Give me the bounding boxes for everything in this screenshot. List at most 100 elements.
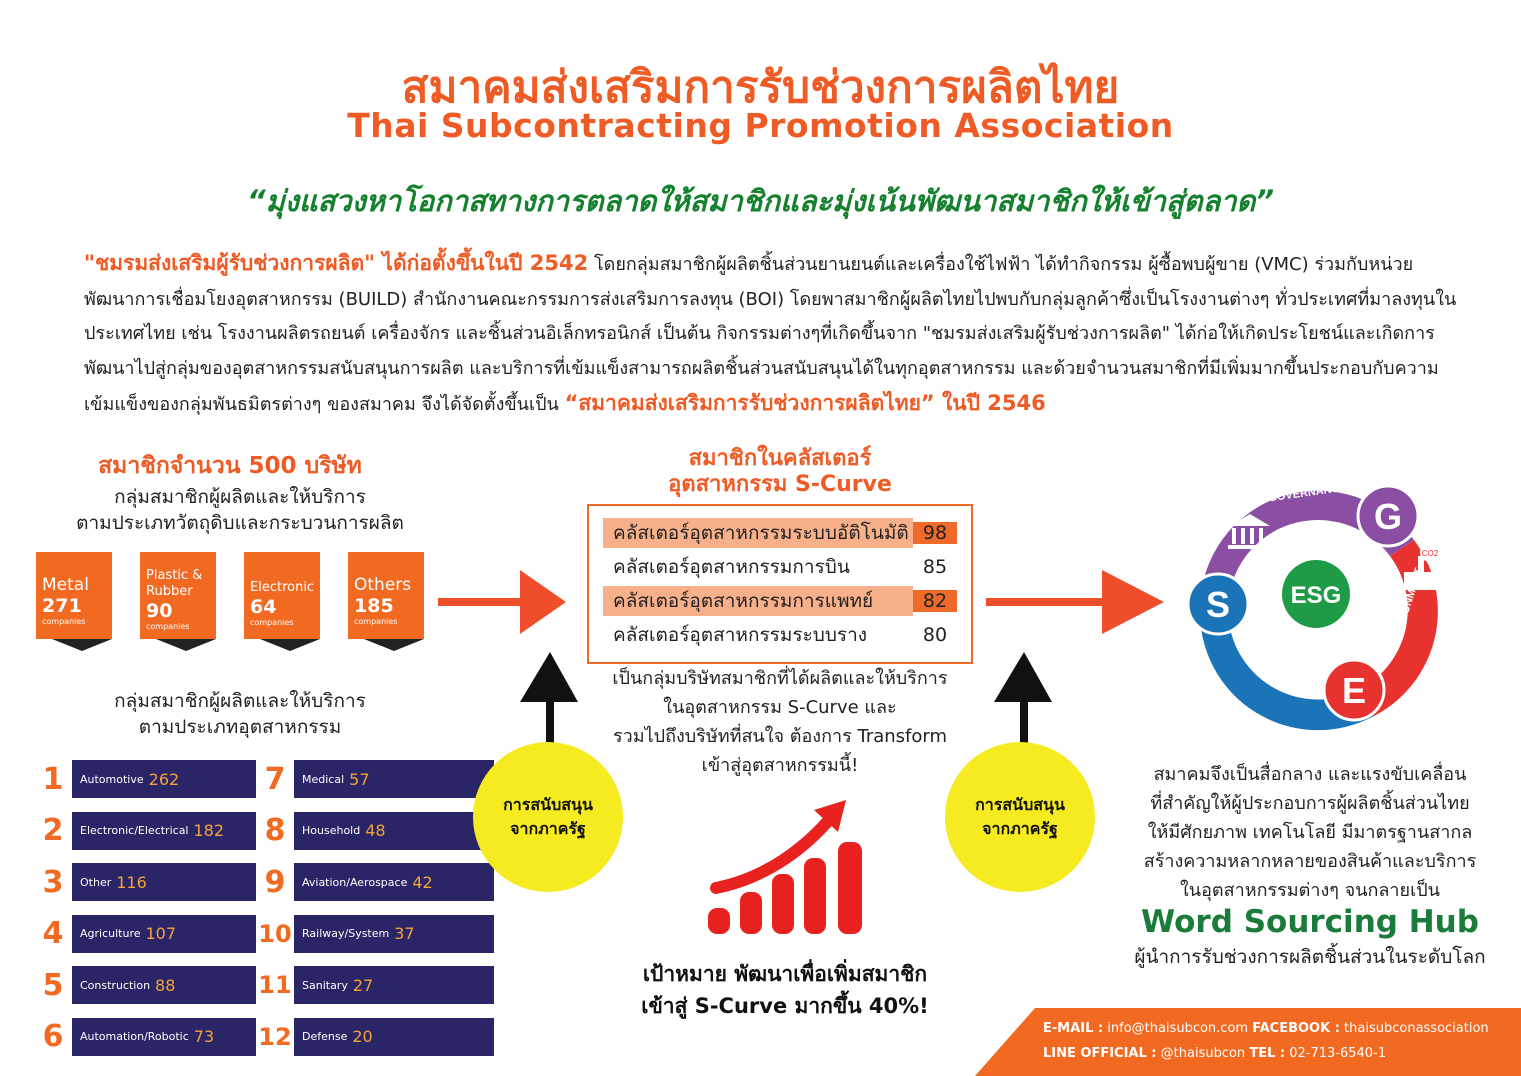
footer-line1: E-MAIL : info@thaisubcon.com FACEBOOK : … [1043, 1021, 1489, 1036]
industry-label: Household [302, 824, 361, 837]
material-card-unit: companies [146, 622, 190, 631]
intro-paragraph: "ชมรมส่งเสริมผู้รับช่วงการผลิต" ได้ก่อตั… [84, 246, 1464, 423]
industry-number: 2 [34, 811, 72, 850]
industry-value: 262 [148, 769, 180, 789]
line-link[interactable]: @thaisubcon [1160, 1046, 1246, 1061]
industry-label: Electronic/Electrical [80, 824, 189, 837]
industry-number: 5 [34, 966, 72, 1004]
industry-number: 3 [34, 863, 72, 901]
social-badge [1186, 572, 1250, 636]
scurve-description-line2: ในอุตสาหกรรม S-Curve และ [663, 697, 897, 718]
gov-support-line2: จากภาครัฐ [510, 819, 586, 838]
tel-label: TEL : [1249, 1046, 1286, 1061]
scurve-goal-line1: เป้าหมาย พัฒนาเพื่อเพิ่มสมาชิก [642, 962, 928, 986]
members-material-subheading-line2: ตามประเภทวัตถุดิบและกระบวนการผลิต [76, 512, 404, 534]
governance-letter: G [1374, 496, 1402, 537]
scurve-description-line3: รวมไปถึงบริษัทที่สนใจ ต้องการ Transform [612, 726, 948, 747]
members-material-subheading: กลุ่มสมาชิกผู้ผลิตและให้บริการ ตามประเภท… [40, 484, 440, 536]
intro-body: โดยกลุ่มสมาชิกผู้ผลิตชิ้นส่วนยานยนต์และเ… [84, 254, 1457, 415]
hub-line1: สมาคมจึงเป็นสื่อกลาง และแรงขับเคลื่อน [1153, 764, 1467, 785]
government-building-icon [1228, 514, 1270, 549]
industry-label: Automotive [80, 772, 144, 786]
email-link[interactable]: info@thaisubcon.com [1107, 1021, 1249, 1036]
industry-number: 12 [256, 1017, 294, 1056]
email-label: E-MAIL : [1043, 1021, 1104, 1036]
industry-value: 27 [352, 975, 374, 995]
facebook-link[interactable]: thaisubconassociation [1344, 1021, 1489, 1036]
members-industry-subheading: กลุ่มสมาชิกผู้ผลิตและให้บริการ ตามประเภท… [40, 688, 440, 740]
hub-line2: ที่สำคัญให้ผู้ประกอบการผู้ผลิตชิ้นส่วนไท… [1150, 793, 1470, 814]
cluster-value: 98 [913, 522, 957, 544]
industry-label: Medical [302, 772, 345, 786]
esg-center [1282, 560, 1350, 628]
material-card-name: Metal [42, 575, 89, 595]
scurve-heading-line2: อุตสาหกรรม S-Curve [668, 472, 892, 497]
industry-value: 42 [412, 872, 433, 892]
cluster-name: คลัสเตอร์อุตสาหกรรมระบบราง [613, 624, 868, 646]
scurve-heading: สมาชิกในคลัสเตอร์ อุตสาหกรรม S-Curve [590, 446, 970, 498]
factory-icon: CO2 [1404, 542, 1440, 590]
material-card-name: Electronic [250, 580, 315, 595]
industry-item: 1 Automotive 262 [34, 760, 272, 798]
material-card-name: Plastic & Rubber [146, 568, 203, 599]
scurve-heading-line1: สมาชิกในคลัสเตอร์ [688, 446, 872, 471]
members-heading: สมาชิกจำนวน 500 บริษัท [98, 453, 362, 479]
co2-label: CO2 [1422, 549, 1439, 558]
industry-value: 182 [193, 821, 225, 840]
members-industry-subheading-line1: กลุ่มสมาชิกผู้ผลิตและให้บริการ [114, 690, 366, 712]
industry-value: 73 [193, 1027, 215, 1046]
material-card-value: 90 [146, 600, 173, 622]
material-card-unit: companies [354, 617, 398, 626]
footer-line2: LINE OFFICIAL : @thaisubcon TEL : 02-713… [1043, 1046, 1386, 1061]
growth-chart-icon [708, 800, 862, 934]
scurve-description-line4: เข้าสู่อุตสาหกรรมนี้! [701, 755, 859, 776]
cluster-row: คลัสเตอร์อุตสาหกรรมการแพทย์82 [603, 584, 957, 618]
industry-label: Railway/System [302, 927, 390, 940]
scurve-description-line1: เป็นกลุ่มบริษัทสมาชิกที่ได้ผลิตและให้บริ… [612, 668, 948, 689]
industry-list-left: 1 Automotive 262 2 Electronic/Electrical 182… [34, 760, 272, 1056]
industry-value: 107 [145, 924, 177, 943]
esg-diagram: G S E ESG GOVERNANCE ENVIRONMENT SOCIAL … [1186, 482, 1440, 731]
slogan: “มุ่งแสวงหาโอกาสทางการตลาดให้สมาชิกและมุ… [246, 184, 1275, 218]
cluster-row: คลัสเตอร์อุตสาหกรรมระบบราง 80 [603, 618, 957, 652]
material-card-metal: Metal 271 companies [36, 552, 112, 651]
right-arrow-icon [438, 570, 566, 634]
industry-label: Aviation/Aerospace [302, 875, 408, 889]
hub-title: Word Sourcing Hub [1141, 904, 1479, 940]
card-shadow [52, 639, 112, 651]
material-card-electronic: Electronic 64 companies [244, 552, 320, 651]
industry-value: 88 [155, 975, 176, 995]
industry-label: Agriculture [80, 927, 141, 940]
card-shadow [364, 639, 424, 651]
people-gear-icon [1268, 655, 1296, 688]
industry-number: 1 [34, 760, 72, 798]
material-card-value: 271 [42, 595, 82, 617]
right-arrow-icon [986, 570, 1164, 634]
cluster-value: 80 [922, 624, 948, 646]
page-title: สมาคมส่งเสริมการรับช่วงการผลิตไทย [401, 62, 1120, 113]
cluster-value: 82 [913, 590, 957, 612]
industry-value: 48 [365, 821, 386, 840]
material-card-value: 185 [354, 595, 394, 617]
tel-link[interactable]: 02-713-6540-1 [1289, 1046, 1387, 1061]
industry-label: Defense [302, 1030, 348, 1043]
material-card-unit: companies [42, 617, 86, 626]
cluster-table: คลัสเตอร์อุตสาหกรรมระบบอัติโนมัติ98 คลัส… [587, 504, 973, 664]
members-industry-subheading-line2: ตามประเภทอุตสาหกรรม [138, 716, 342, 738]
industry-number: 7 [256, 760, 294, 798]
card-shadow [156, 639, 216, 651]
industry-label: Automation/Robotic [80, 1030, 189, 1043]
hub-description: สมาคมจึงเป็นสื่อกลาง และแรงขับเคลื่อน ที… [1120, 760, 1500, 905]
cluster-name: คลัสเตอร์อุตสาหกรรมการบิน [613, 556, 850, 578]
intro-highlight-founding: "ชมรมส่งเสริมผู้รับช่วงการผลิต" ได้ก่อตั… [84, 251, 589, 275]
industry-value: 37 [394, 924, 415, 943]
material-card-name: Others [354, 575, 412, 595]
